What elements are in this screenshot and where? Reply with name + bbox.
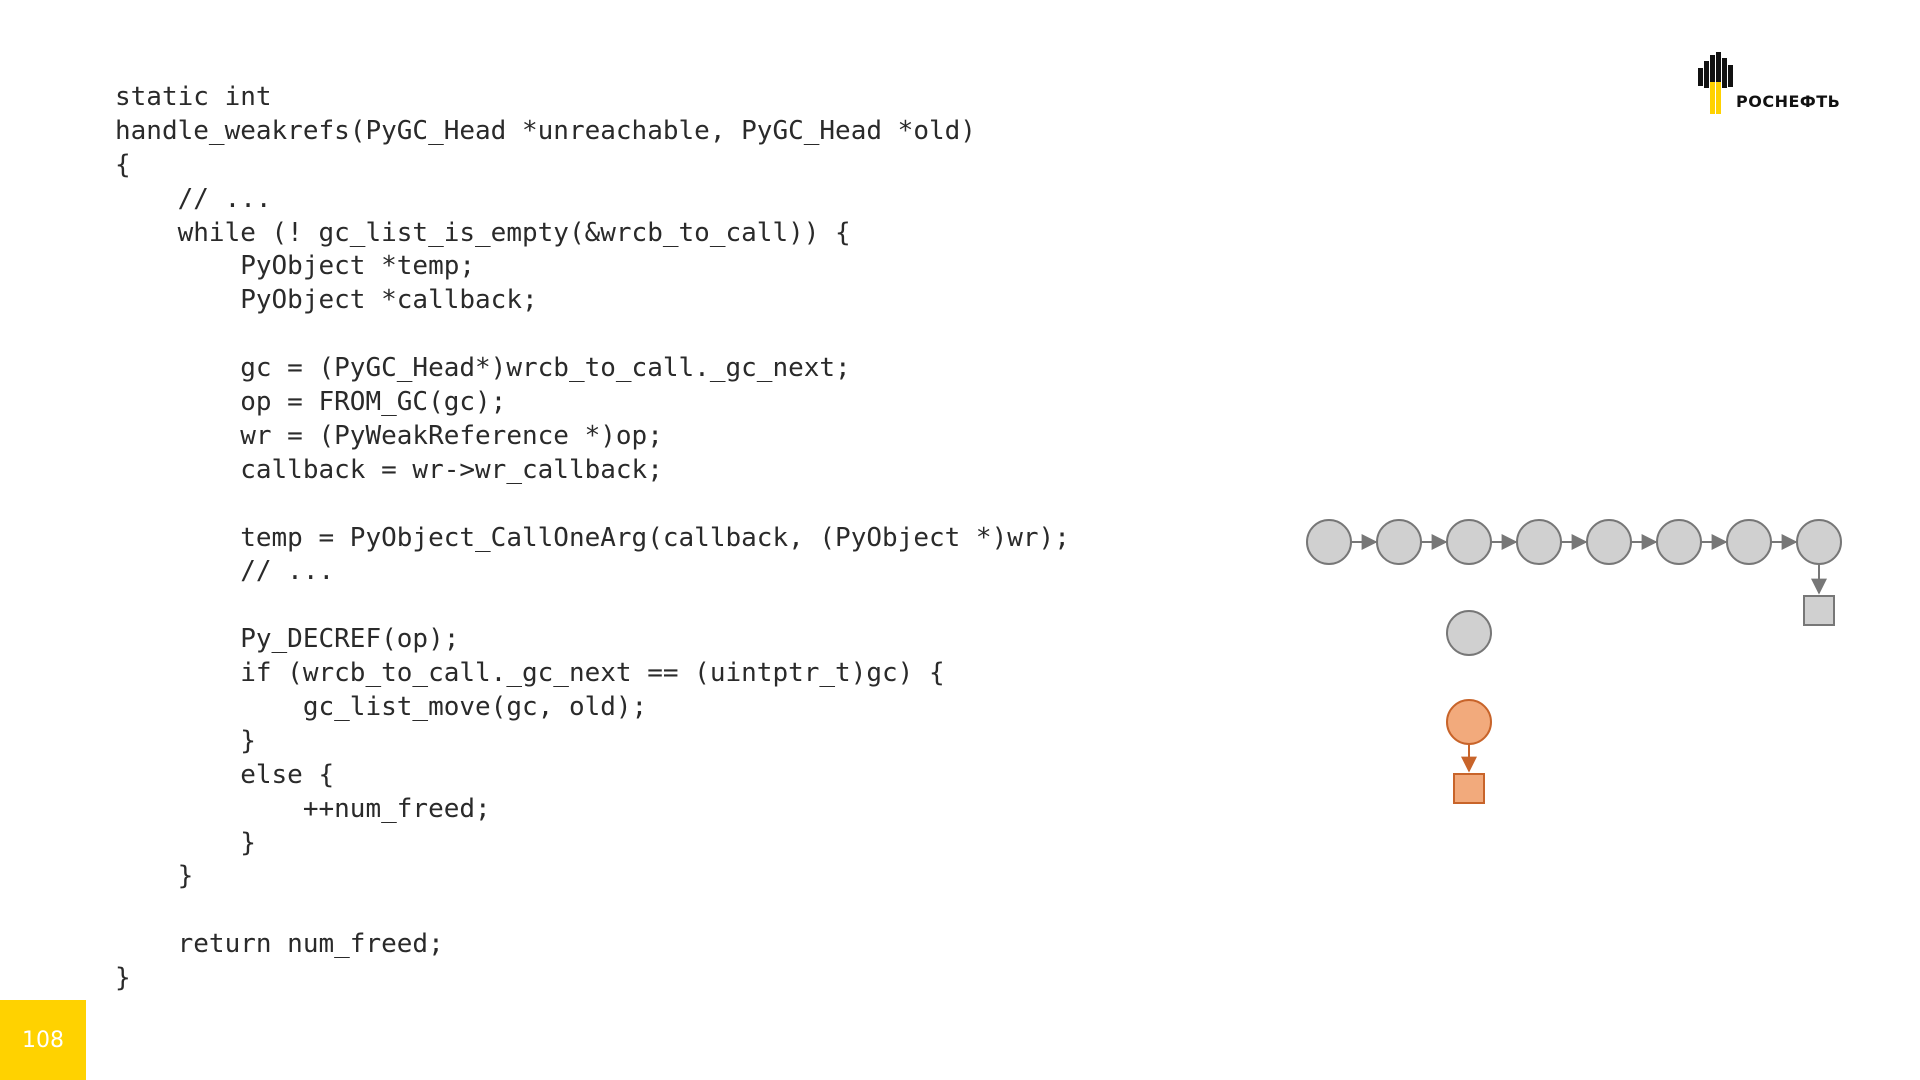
page-number-badge: 108 (0, 1000, 86, 1080)
rosneft-logo-mark-icon (1698, 52, 1733, 114)
chain-nodes (1306, 519, 1842, 565)
detached-node (1446, 610, 1492, 656)
code-line: } (115, 963, 131, 994)
logo-wordmark: РОСНЕФТЬ (1736, 92, 1841, 111)
chain-arrows (1351, 534, 1827, 595)
code-line: } (115, 725, 256, 756)
code-line: PyObject *temp; (115, 251, 476, 282)
code-line: { (115, 149, 131, 180)
code-line: } (115, 827, 256, 858)
code-line: while (! gc_list_is_empty(&wrcb_to_call)… (115, 217, 851, 248)
chain-node (1516, 519, 1562, 565)
code-line: Py_DECREF(op); (115, 624, 460, 655)
chain-node (1656, 519, 1702, 565)
code-line: else { (115, 759, 335, 790)
code-line: gc = (PyGC_Head*)wrcb_to_call._gc_next; (115, 353, 851, 384)
code-line: } (115, 861, 194, 892)
code-line: callback = wr->wr_callback; (115, 454, 663, 485)
code-line: // ... (115, 183, 272, 214)
chain-node (1306, 519, 1352, 565)
code-line: gc_list_move(gc, old); (115, 692, 648, 723)
callback-node (1446, 699, 1492, 745)
rosneft-logo: РОСНЕФТЬ (1698, 52, 1868, 122)
code-line: op = FROM_GC(gc); (115, 387, 507, 418)
chain-tail-square (1803, 595, 1835, 626)
code-line: wr = (PyWeakReference *)op; (115, 420, 663, 451)
code-line: if (wrcb_to_call._gc_next == (uintptr_t)… (115, 658, 945, 689)
page-number: 108 (22, 1027, 64, 1053)
callback-square (1453, 773, 1485, 804)
chain-node (1726, 519, 1772, 565)
code-line: temp = PyObject_CallOneArg(callback, (Py… (115, 522, 1070, 553)
code-line: return num_freed; (115, 929, 444, 960)
code-line: static int (115, 82, 272, 112)
chain-node (1586, 519, 1632, 565)
code-line: ++num_freed; (115, 793, 491, 824)
code-line: // ... (115, 556, 335, 587)
chain-node (1796, 519, 1842, 565)
code-line: handle_weakrefs(PyGC_Head *unreachable, … (115, 115, 976, 146)
chain-node (1376, 519, 1422, 565)
code-line: PyObject *callback; (115, 285, 538, 316)
chain-node (1446, 519, 1492, 565)
